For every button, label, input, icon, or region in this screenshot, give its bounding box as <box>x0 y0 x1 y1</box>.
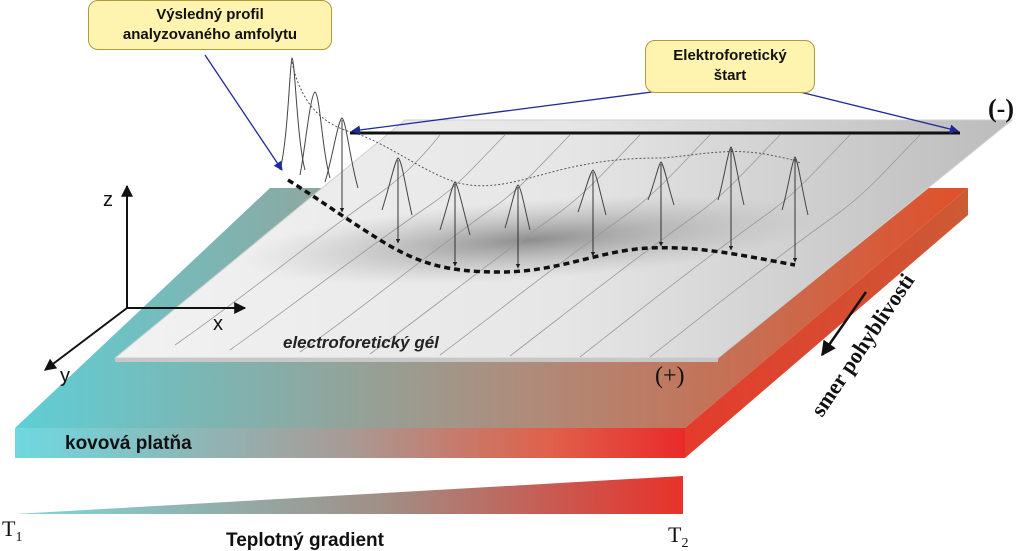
cathode-label: (-) <box>988 94 1014 123</box>
start-callout-line2: štart <box>713 67 747 84</box>
mobility-arrow <box>820 291 868 357</box>
t2-label: T2 <box>668 522 688 551</box>
peaks <box>279 57 809 236</box>
profile-callout-line2: analyzovaného amfolytu <box>122 26 298 43</box>
gel-label: electroforetický gél <box>283 333 440 352</box>
z-axis-label: z <box>103 189 113 211</box>
amfolyt-profile <box>279 57 809 274</box>
drop-arrows <box>339 120 798 269</box>
x-axis-label: x <box>213 313 223 335</box>
plate-side-face <box>685 188 968 458</box>
profile-callout: Výsledný profil analyzovaného amfolytu <box>88 0 332 50</box>
anode-label: (+) <box>655 363 685 389</box>
start-callout-line1: Elektroforetický <box>673 47 787 64</box>
profile-pointer <box>204 54 283 171</box>
t1-sub: 1 <box>15 530 22 545</box>
gel-front-edge <box>115 358 718 362</box>
band-shadow <box>240 195 820 285</box>
axes <box>44 184 247 371</box>
y-axis <box>44 307 128 371</box>
profile-callout-line1: Výsledný profil <box>156 6 264 23</box>
t2-sub: 2 <box>681 536 688 551</box>
start-pointer-left <box>351 91 653 135</box>
gradient-wedge <box>15 476 683 514</box>
gel-sheet <box>113 119 1014 362</box>
gradient-label: Teplotný gradient <box>226 530 385 551</box>
plate-front-face <box>15 428 685 458</box>
start-pointer-right <box>799 91 959 134</box>
t1-label: T1 <box>2 516 22 545</box>
band-path <box>287 178 796 274</box>
plate-label: kovová platňa <box>65 433 192 454</box>
t2-base: T <box>668 522 682 547</box>
start-callout: Elektroforetický štart <box>645 40 815 93</box>
y-axis-label: y <box>60 365 70 387</box>
t1-base: T <box>2 516 16 541</box>
